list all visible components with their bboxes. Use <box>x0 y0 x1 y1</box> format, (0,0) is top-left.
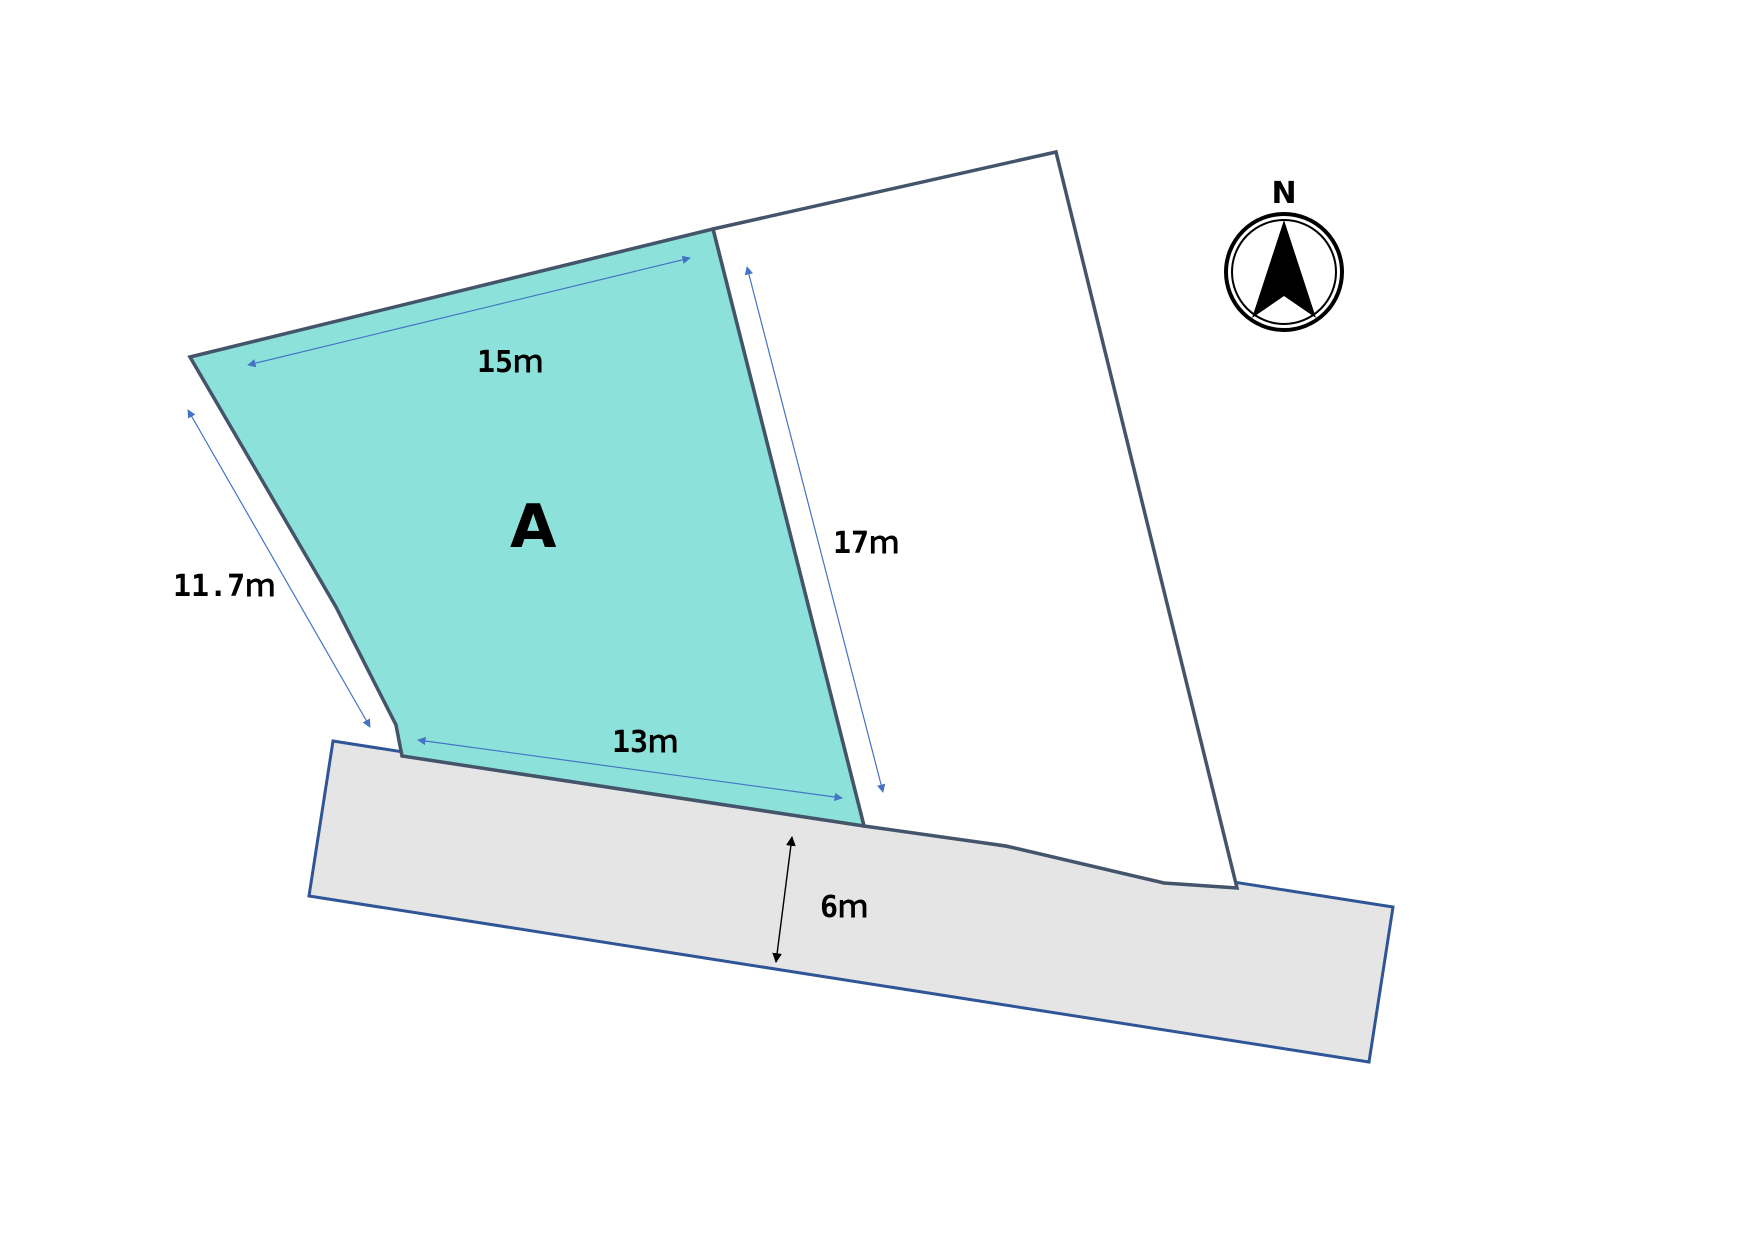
north-arrow-icon <box>1224 212 1344 332</box>
dimension-arrow-west <box>187 409 371 728</box>
west-side-length: 11.7ｍ <box>173 569 275 604</box>
north-side-length: 15ｍ <box>477 345 543 380</box>
south-side-length: 13ｍ <box>612 725 678 760</box>
dimension-arrow-road-width <box>772 836 796 963</box>
road-width-label: 6ｍ <box>820 890 868 925</box>
east-side-length: 17ｍ <box>833 526 899 561</box>
dimension-arrow-east <box>744 266 886 793</box>
lot-label: A <box>510 492 557 562</box>
dimension-arrow-north <box>247 255 691 368</box>
dimension-arrow-south <box>417 736 843 802</box>
north-label: N <box>1271 176 1296 211</box>
